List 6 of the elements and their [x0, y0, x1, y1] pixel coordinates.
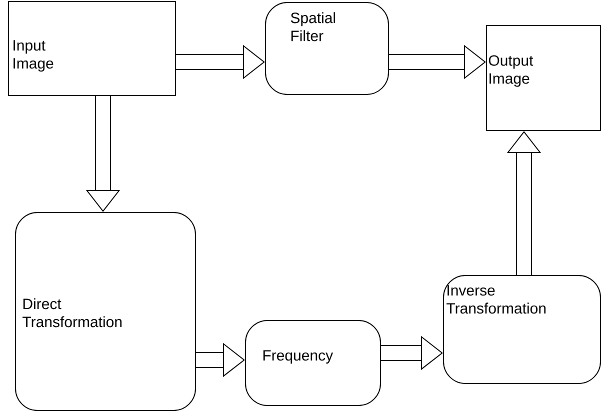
rounded-box: Frequency — [245, 320, 381, 406]
rounded-box: Inverse Transformation — [443, 275, 601, 384]
rounded-box: Spatial Filter — [265, 2, 389, 95]
rounded-box: Direct Transformation — [15, 212, 196, 411]
process-box: Input Image — [8, 1, 176, 96]
process-box: Output Image — [486, 25, 601, 131]
